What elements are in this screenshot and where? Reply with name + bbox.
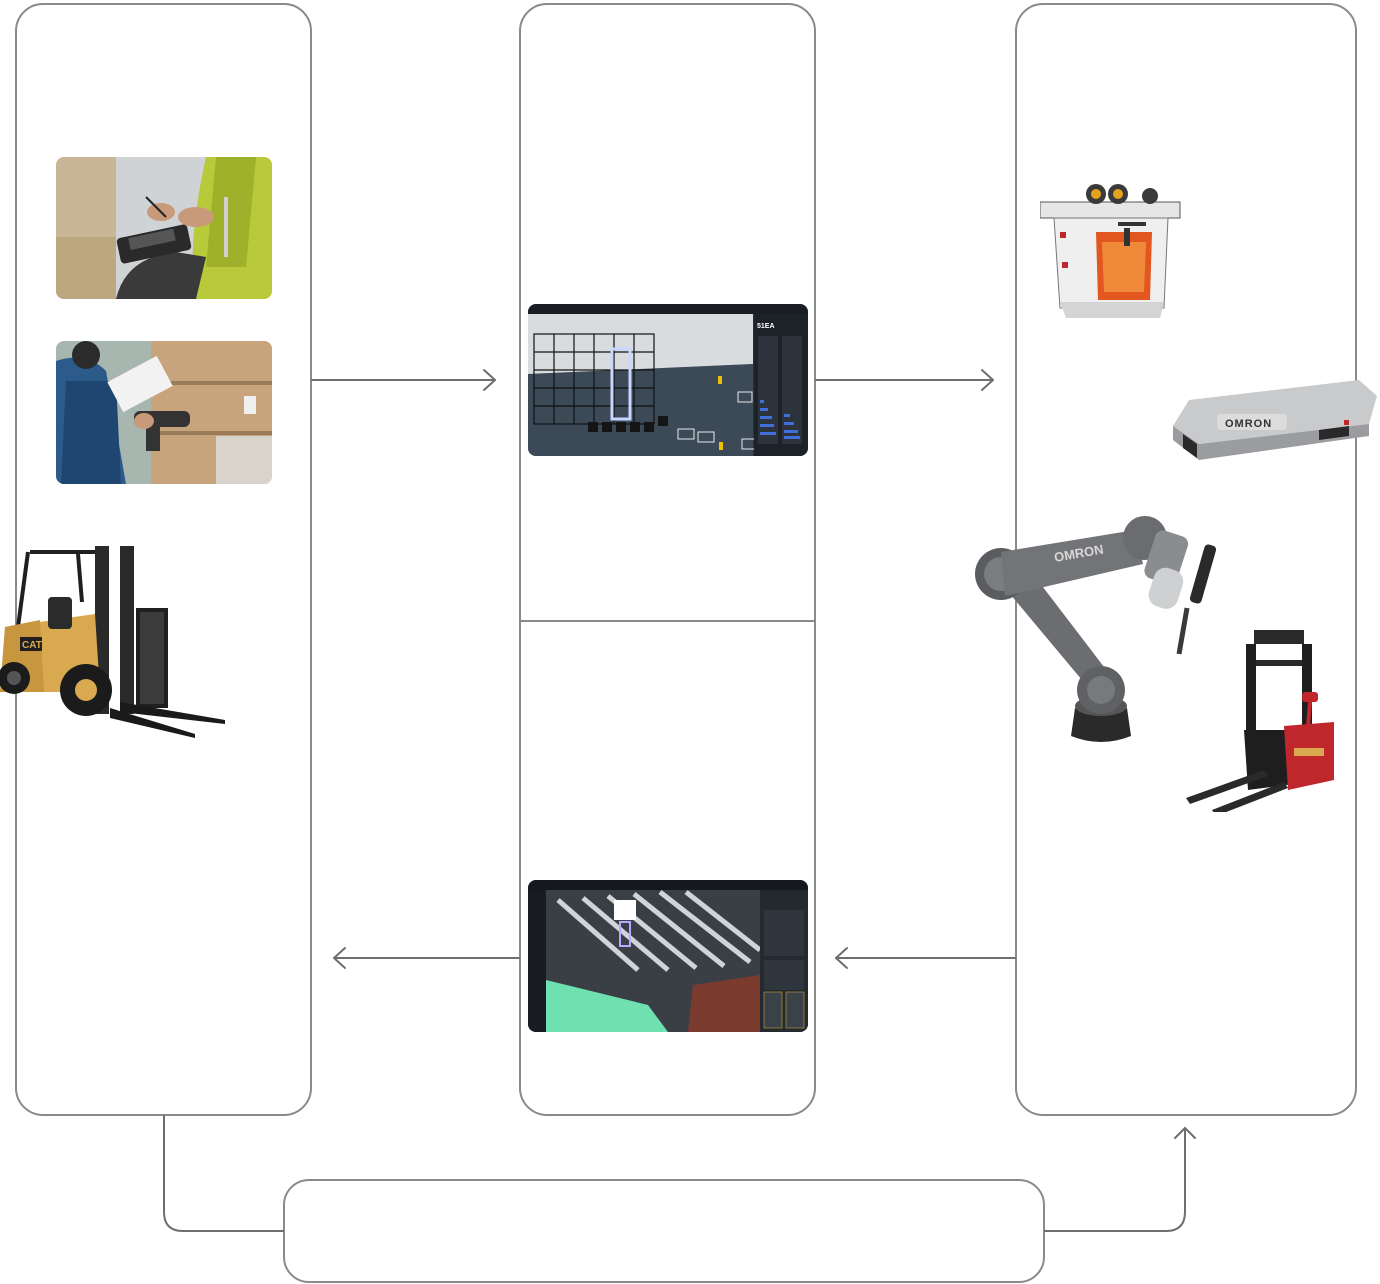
arrow-right-icon [483,369,496,391]
forklift-brand: CAT [22,640,42,651]
forklift: CAT [0,542,235,742]
warehouse-3d-dashboard-bottom [528,880,808,1032]
autonomous-pallet-stacker [1184,630,1340,812]
overhead-shuttle-robot [1040,182,1182,322]
warehouse-3d-dashboard-top: 51EA [528,304,808,456]
arrow-left-icon [333,947,346,969]
mobile-scanner-photo [56,157,272,299]
dashboard-count: 51EA [757,323,775,330]
handheld-scanner-photo [56,341,272,484]
bottom-box [283,1179,1045,1283]
arrow-left-icon [835,947,848,969]
mobile-robot-platform: OMRON [1169,374,1377,470]
middle-panel-divider [519,620,816,622]
arrow-up-icon [1174,1127,1196,1139]
arrow-right-icon [981,369,994,391]
mobile-robot-brand: OMRON [1225,418,1272,430]
collaborative-robot-arm: OMRON [975,508,1235,744]
